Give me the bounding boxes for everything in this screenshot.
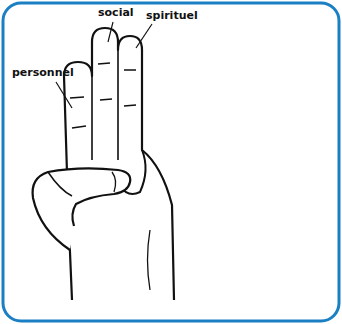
- hand-outline: [64, 28, 174, 300]
- finger-label: social: [98, 6, 134, 19]
- frame: [3, 3, 339, 321]
- finger-separations: [92, 50, 118, 160]
- finger-label: personnel: [12, 66, 74, 79]
- ring-joints: [124, 70, 136, 106]
- thumb-crease: [48, 172, 72, 196]
- leader-line: [136, 24, 152, 48]
- leader-line: [56, 82, 72, 108]
- thumb: [33, 168, 131, 250]
- index-joints: [70, 97, 86, 128]
- palm-crease: [148, 230, 151, 290]
- thumb-nail: [112, 172, 116, 192]
- leader-line: [108, 22, 113, 42]
- finger-label: spirituel: [146, 9, 198, 22]
- middle-joints: [98, 63, 112, 100]
